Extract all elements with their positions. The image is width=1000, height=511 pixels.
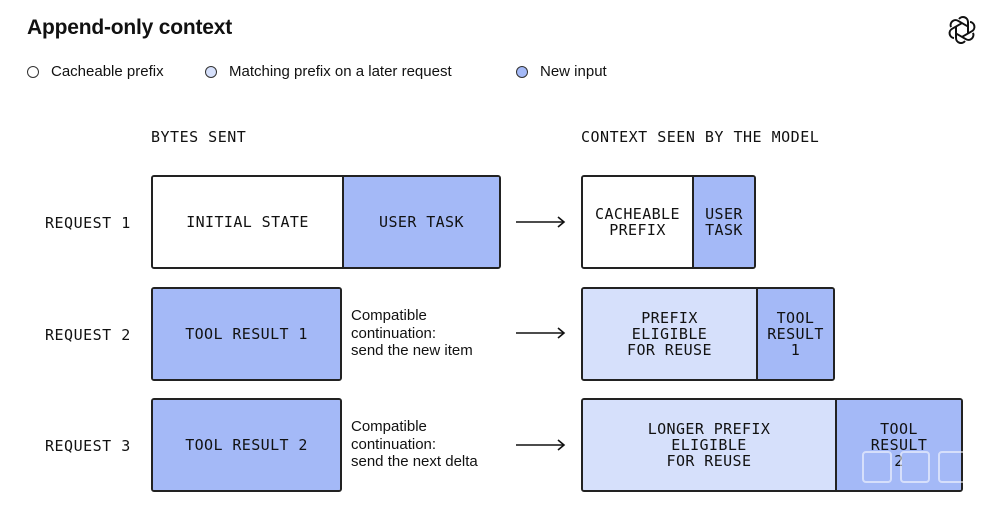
legend-item-new-input: New input — [516, 63, 607, 80]
right-arrow-icon — [516, 439, 566, 451]
context-box-3: LONGER PREFIX ELIGIBLE FOR REUSE TOOL RE… — [581, 398, 963, 492]
continuation-note-3: Compatible continuation: send the next d… — [351, 418, 478, 470]
legend-swatch — [516, 65, 528, 78]
legend-label: Matching prefix on a later request — [229, 63, 452, 80]
tool-result-2-context-cell: TOOL RESULT 2 — [835, 400, 961, 490]
user-task-context-cell: USER TASK — [692, 177, 754, 267]
right-arrow-icon — [516, 327, 566, 339]
diagram-title: Append-only context — [27, 16, 233, 39]
legend-item-cacheable-prefix: Cacheable prefix — [27, 63, 164, 80]
legend-swatch — [27, 65, 39, 78]
column-header-context-seen: CONTEXT SEEN BY THE MODEL — [581, 128, 820, 146]
prefix-eligible-cell: PREFIX ELIGIBLE FOR REUSE — [583, 289, 756, 379]
right-arrow-icon — [516, 216, 566, 228]
context-box-1: CACHEABLE PREFIX USER TASK — [581, 175, 756, 269]
continuation-note-2: Compatible continuation: send the new it… — [351, 307, 473, 359]
request-label-2: REQUEST 2 — [45, 326, 131, 344]
tool-result-1-context-cell: TOOL RESULT 1 — [756, 289, 833, 379]
cacheable-prefix-cell: CACHEABLE PREFIX — [583, 177, 692, 267]
context-box-2: PREFIX ELIGIBLE FOR REUSE TOOL RESULT 1 — [581, 287, 835, 381]
openai-logo-icon — [948, 16, 976, 44]
legend-label: New input — [540, 63, 607, 80]
user-task-cell: USER TASK — [342, 177, 499, 267]
tool-result-1-cell: TOOL RESULT 1 — [153, 289, 340, 379]
column-header-bytes-sent: BYTES SENT — [151, 128, 247, 146]
tool-result-2-cell: TOOL RESULT 2 — [153, 400, 340, 490]
watermark-icon — [862, 451, 968, 483]
legend-item-matching-prefix: Matching prefix on a later request — [205, 63, 452, 80]
bytes-sent-box-3: TOOL RESULT 2 — [151, 398, 342, 492]
legend-swatch — [205, 65, 217, 78]
legend-label: Cacheable prefix — [51, 63, 164, 80]
request-label-3: REQUEST 3 — [45, 437, 131, 455]
longer-prefix-eligible-cell: LONGER PREFIX ELIGIBLE FOR REUSE — [583, 400, 835, 490]
bytes-sent-box-2: TOOL RESULT 1 — [151, 287, 342, 381]
initial-state-cell: INITIAL STATE — [153, 177, 342, 267]
request-label-1: REQUEST 1 — [45, 214, 131, 232]
bytes-sent-box-1: INITIAL STATE USER TASK — [151, 175, 501, 269]
